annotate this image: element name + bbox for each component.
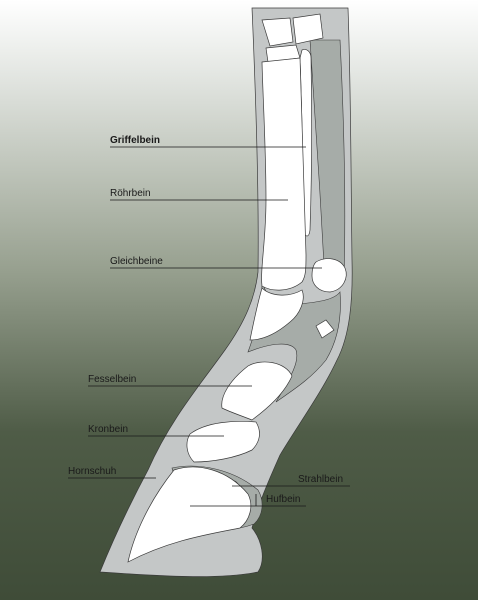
small-bone	[315, 319, 335, 339]
label-hufbein: Hufbein	[266, 494, 300, 505]
gleichbeine-bone	[311, 258, 347, 293]
fesselbein-bone	[221, 361, 293, 421]
label-roehrbein: Röhrbein	[110, 188, 151, 199]
label-hornschuh: Hornschuh	[68, 466, 116, 477]
hufbein-bone	[127, 466, 252, 563]
carpal-bone-1	[261, 17, 294, 47]
label-griffelbein: Griffelbein	[110, 135, 160, 146]
label-strahlbein: Strahlbein	[298, 474, 343, 485]
roehrbein-bone	[261, 57, 307, 291]
fetlock-joint	[249, 287, 304, 341]
label-gleichbeine: Gleichbeine	[110, 256, 163, 267]
kronbein-bone	[186, 420, 260, 463]
label-fesselbein: Fesselbein	[88, 374, 136, 385]
label-kronbein: Kronbein	[88, 424, 128, 435]
carpal-bone-2	[292, 13, 324, 45]
